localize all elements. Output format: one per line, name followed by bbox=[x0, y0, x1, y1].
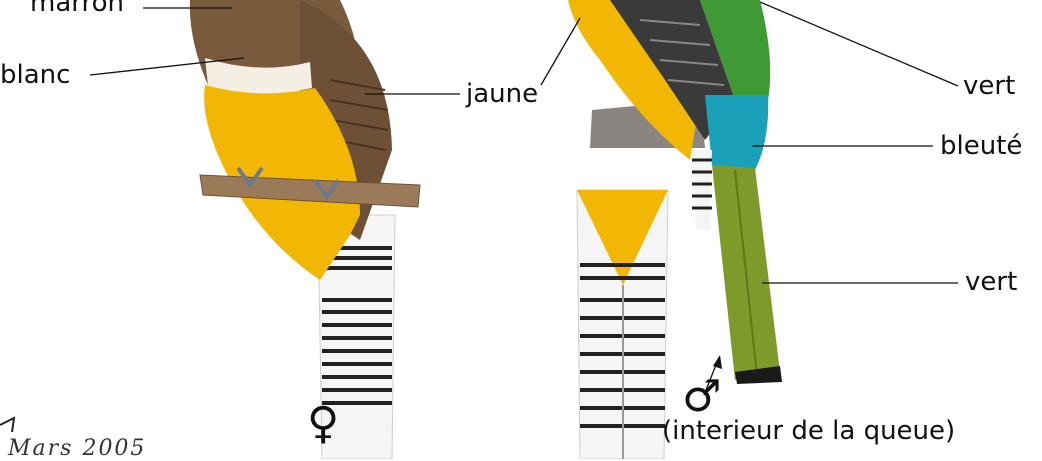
label-vert-back: vert bbox=[963, 71, 1015, 101]
male-symbol-icon: ♂ bbox=[682, 375, 721, 419]
leader-lines bbox=[90, 2, 958, 395]
female-symbol-icon: ♀ bbox=[307, 402, 339, 446]
signature: Mars 2005 bbox=[8, 436, 146, 461]
label-bleute: bleuté bbox=[940, 131, 1022, 161]
label-jaune: jaune bbox=[466, 79, 538, 109]
label-blanc: blanc bbox=[0, 60, 70, 90]
tail-underside bbox=[577, 190, 668, 459]
label-vert-tail: vert bbox=[965, 267, 1017, 297]
female-bird bbox=[190, 0, 420, 459]
label-marron: marron bbox=[30, 0, 124, 18]
